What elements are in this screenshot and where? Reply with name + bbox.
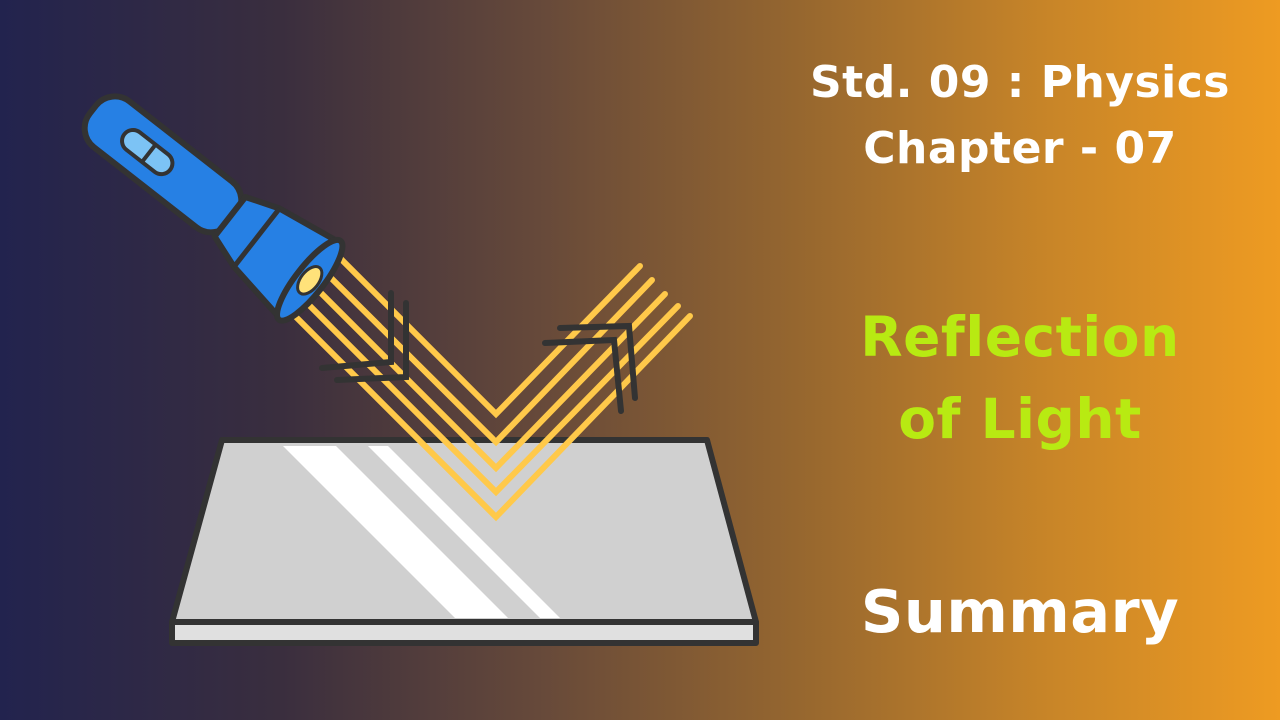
mirror-base	[169, 619, 759, 646]
reflected-ray-arrow-icon	[542, 322, 638, 414]
title-line-1: Reflection	[860, 305, 1180, 369]
reflection-illustration	[81, 93, 759, 646]
course-heading: Std. 09 : Physics Chapter - 07	[780, 50, 1260, 182]
title-line-2: of Light	[898, 387, 1142, 451]
flashlight-icon	[81, 93, 346, 324]
subject-line: Std. 09 : Physics	[809, 57, 1230, 108]
flashlight-bulb	[296, 265, 324, 296]
mirror-shine-wide	[283, 446, 508, 618]
chapter-line: Chapter - 07	[863, 123, 1177, 174]
summary-label: Summary	[860, 577, 1180, 646]
light-ray	[322, 269, 655, 447]
mirror-icon	[169, 437, 759, 646]
topic-title: Reflection of Light	[780, 296, 1260, 460]
mirror-shine-narrow	[368, 446, 560, 618]
incident-ray-arrow-icon	[319, 290, 409, 383]
light-ray	[309, 281, 668, 473]
